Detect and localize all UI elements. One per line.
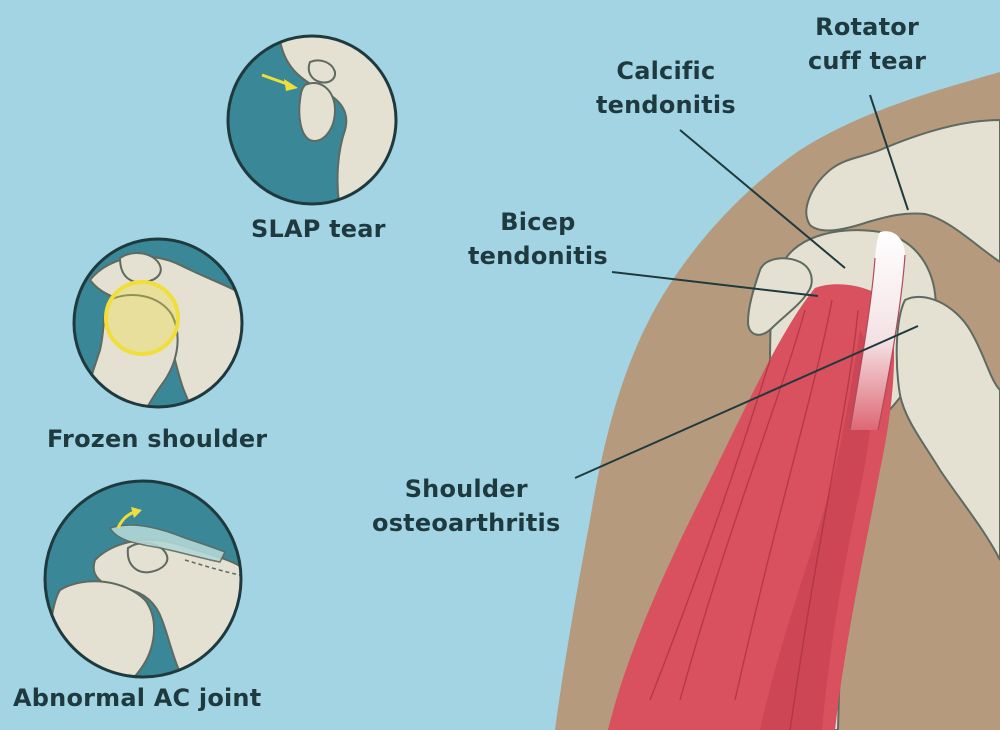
calcific-tendonitis-label: Calcific tendonitis	[596, 54, 736, 122]
rotator-line-1: Rotator	[815, 13, 919, 41]
calcific-line-2: tendonitis	[596, 91, 736, 119]
rotator-line-2: cuff tear	[808, 47, 927, 75]
osteo-line-1: Shoulder	[404, 475, 528, 503]
slap-tear-label: SLAP tear	[251, 215, 386, 243]
frozen-shoulder-label: Frozen shoulder	[47, 425, 268, 453]
ac-inset	[43, 479, 243, 679]
coracoid-bone	[746, 257, 813, 336]
bicep-line-2: tendonitis	[468, 242, 608, 270]
slap-arrow-icon	[261, 73, 298, 91]
bicep-muscle-shade	[760, 330, 873, 730]
scapula-bone	[805, 118, 1000, 264]
calcific-line-1: Calcific	[616, 57, 716, 85]
bicep-tendon	[850, 231, 905, 430]
slap-inset	[226, 34, 398, 206]
shoulder-anatomy	[555, 72, 1000, 730]
leader-lines	[574, 94, 919, 479]
frozen-inset	[72, 237, 244, 409]
leader-bicep	[611, 271, 819, 297]
ac-curved-arrow-icon	[116, 507, 142, 529]
bicep-tendonitis-label: Bicep tendonitis	[468, 205, 608, 273]
tendon-outline	[877, 254, 906, 431]
leader-calcific	[679, 129, 846, 269]
leader-osteo	[574, 325, 919, 479]
frozen-ring-icon	[104, 280, 180, 356]
leader-rotator	[869, 94, 909, 211]
osteo-line-2: osteoarthritis	[372, 509, 561, 537]
glenoid-bone	[895, 295, 1000, 561]
rotator-cuff-tear-label: Rotator cuff tear	[808, 10, 926, 78]
abnormal-ac-joint-label: Abnormal AC joint	[13, 684, 262, 712]
shoulder-osteoarthritis-label: Shoulder osteoarthritis	[372, 472, 560, 540]
tendon-outline-2	[849, 257, 876, 431]
bicep-line-1: Bicep	[500, 208, 576, 236]
muscle-fiber-lines	[649, 299, 859, 730]
